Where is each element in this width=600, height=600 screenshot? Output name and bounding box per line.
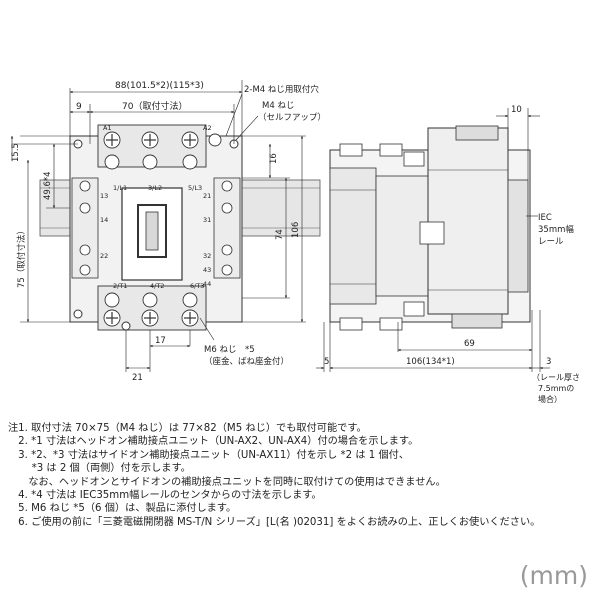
note-6: 6. ご使用の前に「三菱電磁開閉器 MS-T/N シリーズ」[L(名 )0203…	[8, 516, 541, 528]
unit-label: (mm)	[519, 561, 588, 590]
terminal-43: 43	[203, 266, 211, 274]
rail-label-2: 35mm幅	[538, 224, 574, 235]
screw-note-2: （セルフアップ）	[258, 112, 326, 123]
dim-17: 17	[155, 336, 166, 346]
side-view: 10 IEC 35mm幅 レール 69 5 106(134*1) 3 （レール厚…	[316, 105, 580, 404]
front-view: A1 A2 1/L1 3/L2 5/L3 13 14 21 31 22 32 4…	[10, 80, 326, 383]
terminal-31: 31	[203, 216, 211, 224]
terminal-14: 14	[100, 216, 108, 224]
mount-hole-icon	[73, 309, 83, 319]
terminal-t3: 6/T3	[190, 282, 204, 290]
terminal-l3: 5/L3	[188, 184, 202, 192]
terminal-a2: A2	[203, 124, 212, 132]
terminal-32: 32	[203, 252, 211, 260]
dim-5: 5	[324, 357, 329, 367]
terminal-t1: 2/T1	[113, 282, 127, 290]
dim-15-5: 15.5	[11, 143, 21, 162]
note-3-remark: なお、ヘッドオンとサイドオンの補助接点ユニットを同時に取付けての使用はできません…	[8, 476, 446, 488]
dim-49-6: 49.6*4	[43, 171, 53, 200]
dim-21: 21	[132, 373, 143, 383]
note-4: 4. *4 寸法は IEC35mm幅レールのセンタからの寸法を示します。	[8, 490, 322, 502]
dim-69: 69	[464, 339, 475, 349]
dim-106-h: 106	[291, 222, 301, 238]
rail-label-3: レール	[538, 237, 564, 247]
hole-note: 2-M4 ねじ用取付穴	[244, 84, 319, 95]
rail-thickness-2: 7.5mmの	[538, 384, 574, 393]
terminal-t2: 4/T2	[150, 282, 164, 290]
screw-note-1: M4 ねじ	[262, 101, 294, 111]
dim-10: 10	[511, 105, 522, 115]
dim-left-offset: 9	[76, 102, 82, 112]
mount-hole-icon	[121, 321, 131, 331]
aux-screw-icons	[79, 180, 233, 276]
notes: 注1. 取付寸法 70×75（M4 ねじ）は 77×82（M5 ねじ）でも取付可…	[8, 422, 596, 529]
terminal-22: 22	[100, 252, 108, 260]
dim-74: 74	[275, 229, 285, 240]
dim-3: 3	[546, 357, 551, 367]
dim-16: 16	[269, 153, 279, 164]
note-5: 5. M6 ねじ *5（6 個）は、製品に添付します。	[8, 503, 237, 515]
terminal-13: 13	[100, 192, 108, 200]
m6-note-1: M6 ねじ *5	[204, 345, 255, 355]
m6-note-2: （座金、ばね座金付）	[204, 356, 289, 367]
note-1: 注1. 取付寸法 70×75（M4 ねじ）は 77×82（M5 ねじ）でも取付可…	[8, 423, 367, 434]
dimension-drawing: A1 A2 1/L1 3/L2 5/L3 13 14 21 31 22 32 4…	[10, 80, 580, 404]
note-3: 3. *2、*3 寸法はサイドオン補助接点ユニット（UN-AX11）付を示し *…	[8, 449, 410, 461]
rail-label-1: IEC	[538, 213, 552, 223]
terminal-l2: 3/L2	[148, 184, 162, 192]
terminal-44: 44	[203, 280, 211, 288]
terminal-a1: A1	[103, 124, 112, 132]
terminal-l1: 1/L1	[113, 184, 127, 192]
note-2: 2. *1 寸法はヘッドオン補助接点ユニット（UN-AX2、UN-AX4）付の場…	[8, 436, 419, 448]
dim-mount-width: 70（取付寸法）	[122, 100, 187, 112]
dim-top-width: 88(101.5*2)(115*3)	[115, 81, 204, 91]
rail-thickness-1: （レール厚さ	[532, 373, 580, 382]
note-3-cont: *3 は 2 個（両側）付を示します。	[8, 463, 191, 475]
rail-thickness-3: 場合）	[538, 394, 562, 404]
dim-106-134: 106(134*1)	[406, 357, 455, 367]
terminal-21: 21	[203, 192, 211, 200]
terminal-screw-icons-top	[103, 131, 222, 170]
dim-75: 75（取付寸法）	[16, 226, 27, 288]
